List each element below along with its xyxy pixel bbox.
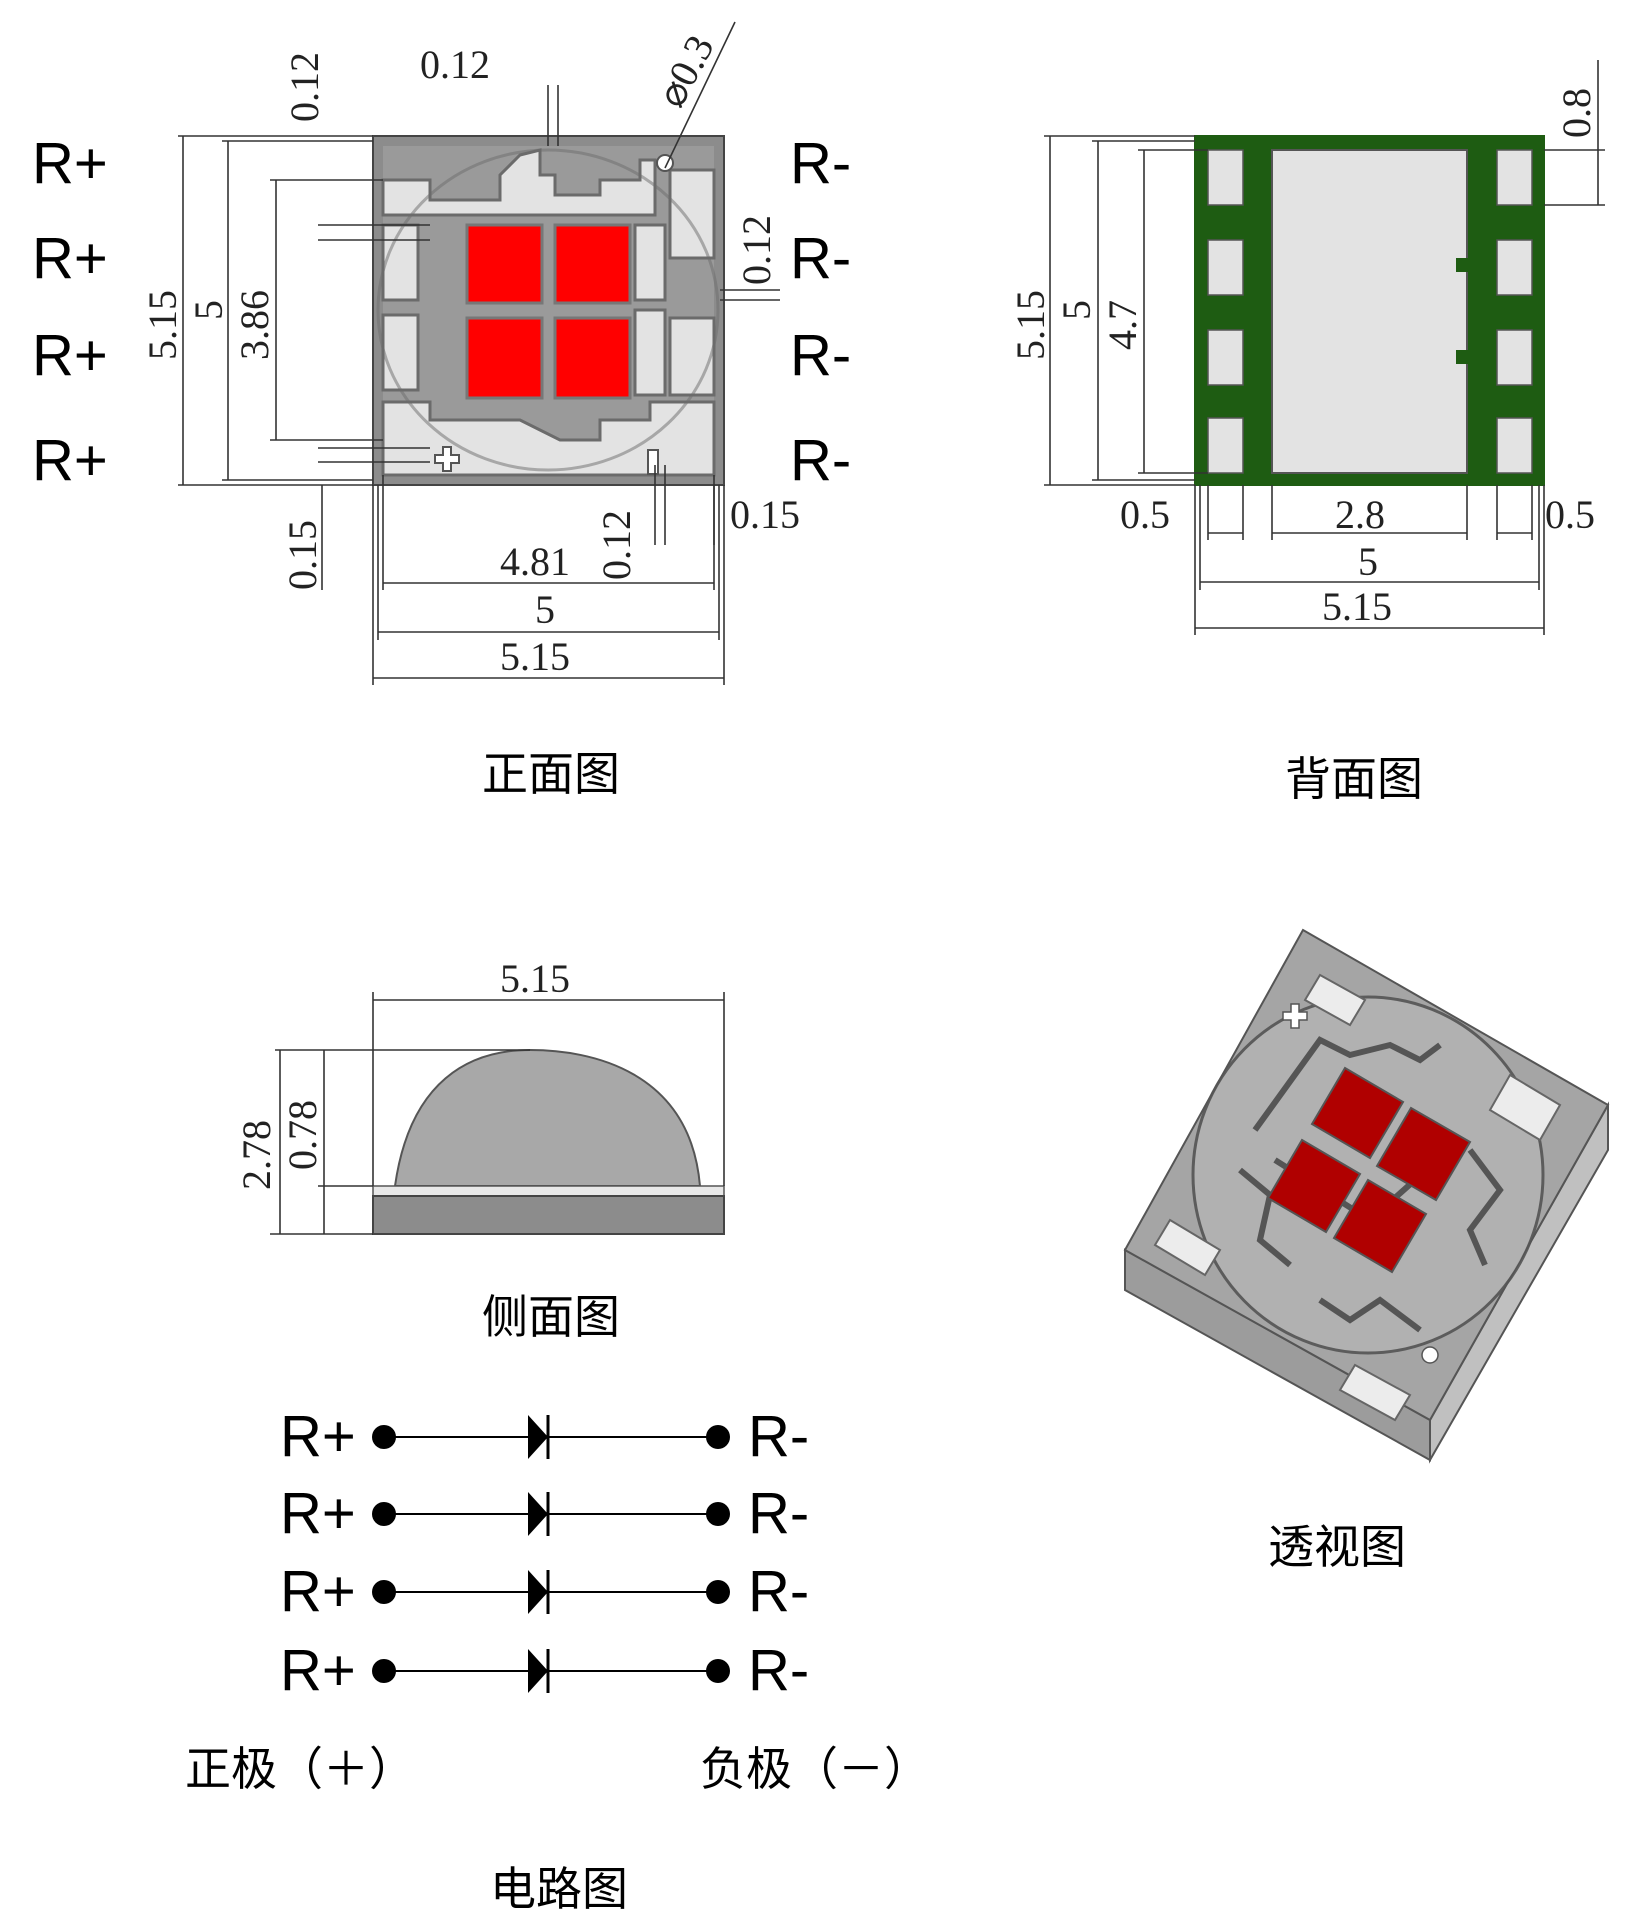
front-pin-left-3: R+ [32,323,108,388]
side-lens-dome [393,1048,702,1187]
front-view-caption: 正面图 [482,747,620,801]
front-chip-1 [465,223,544,305]
diode-icon [528,1492,548,1536]
front-dim-bottom-right: 0.15 [730,492,800,537]
front-pin-right-4: R- [790,428,851,493]
back-tab-1 [1456,258,1468,272]
circuit-cathode-label: R- [748,1481,809,1546]
circuit-cathode-label: R- [748,1404,809,1469]
back-dim-body-width: 5 [1358,539,1378,584]
side-dim-total-height: 2.78 [234,1120,279,1190]
front-chip-2 [553,223,632,305]
back-dimension-lines [1044,60,1605,635]
back-dim-tab: 0.8 [1554,88,1599,138]
front-dim-inner-width: 4.81 [500,539,570,584]
circuit-anode-label: R+ [280,1638,356,1703]
side-dimension-lines [270,992,725,1235]
front-dim-right-gap: 0.12 [734,215,779,285]
circuit-anode-label: R+ [280,1481,356,1546]
cathode-terminal-dot-icon [706,1502,730,1526]
front-dim-body-height: 5 [186,300,231,320]
front-plus-mark-icon [434,446,460,472]
front-copper-traces [381,148,716,477]
side-base [372,1195,725,1235]
back-dim-left-pad: 0.5 [1120,492,1170,537]
front-dim-outer-width: 5.15 [500,634,570,679]
cathode-terminal-dot-icon [706,1425,730,1449]
back-view: 0.8 5.15 5 4.7 0.5 2.8 0.5 5 5.15 背面图 [1008,60,1605,806]
front-view: 0.12 0.12 ⌀0.3 0.12 5.15 5 3.86 0.15 0.1… [32,21,851,801]
side-view: 5.15 2.78 0.78 侧面图 [234,956,725,1344]
circuit-row-2: R+ R- [280,1481,809,1546]
front-pin-left-1: R+ [32,131,108,196]
diode-icon [528,1415,548,1459]
perspective-plus-mark-icon [1282,1003,1308,1029]
cathode-terminal-dot-icon [706,1580,730,1604]
circuit-anode-label: R+ [280,1404,356,1469]
circuit-diagram-caption: 电路图 [490,1862,628,1916]
negative-electrode-label: 负极（－） [700,1742,930,1796]
side-dim-base-height: 0.78 [280,1100,325,1170]
back-dim-center-pad: 2.8 [1335,492,1385,537]
front-dimension-lines [178,21,780,685]
back-dim-pad-height: 4.7 [1100,300,1145,350]
front-pin-left-4: R+ [32,428,108,493]
circuit-cathode-label: R- [748,1559,809,1624]
perspective-pads [1153,973,1562,1422]
side-dim-width: 5.15 [500,956,570,1001]
back-dim-right-pad: 0.5 [1545,492,1595,537]
perspective-chip-4 [1332,1178,1428,1274]
front-dim-top-trace: 0.12 [420,42,490,87]
front-chip-4 [553,316,632,400]
back-side-pads [1207,149,1533,474]
diode-icon [528,1649,548,1693]
front-dim-top-gap: 0.12 [282,52,327,122]
side-view-caption: 侧面图 [482,1290,620,1344]
back-view-caption: 背面图 [1285,752,1423,806]
back-center-pad [1271,149,1468,474]
diode-icon [528,1570,548,1614]
perspective-view-caption: 透视图 [1268,1520,1406,1574]
front-minus-mark-icon [647,449,659,475]
front-pin-left-2: R+ [32,226,108,291]
perspective-view: 透视图 [1123,928,1610,1574]
cathode-terminal-dot-icon [706,1659,730,1683]
perspective-chip-1 [1310,1066,1405,1160]
front-pin-right-3: R- [790,323,851,388]
back-dim-outer-height: 5.15 [1008,290,1053,360]
circuit-row-3: R+ R- [280,1559,809,1624]
front-dim-inner-height: 3.86 [232,290,277,360]
perspective-chip-3 [1266,1138,1362,1234]
front-lens-outline [376,148,720,472]
front-dim-body-width: 5 [535,587,555,632]
side-base-white [372,1185,725,1197]
front-dim-bottom-mid: 0.12 [594,510,639,580]
positive-electrode-label: 正极（＋） [185,1742,415,1796]
front-dim-outer-height: 5.15 [140,290,185,360]
front-dim-bottom-left: 0.15 [280,520,325,590]
back-tab-2 [1456,350,1468,364]
perspective-chip-2 [1375,1106,1472,1202]
circuit-row-4: R+ R- [280,1638,809,1703]
circuit-row-1: R+ R- [280,1404,809,1469]
back-dim-body-height: 5 [1054,300,1099,320]
back-dim-outer-width: 5.15 [1322,584,1392,629]
circuit-diagram: R+ R- R+ R- R+ R- R+ [185,1404,930,1916]
perspective-hole [1421,1346,1439,1364]
circuit-anode-label: R+ [280,1559,356,1624]
front-chip-3 [465,316,544,400]
perspective-lens [1191,995,1545,1355]
front-pin-right-1: R- [790,131,851,196]
front-pin-right-2: R- [790,226,851,291]
circuit-cathode-label: R- [748,1638,809,1703]
